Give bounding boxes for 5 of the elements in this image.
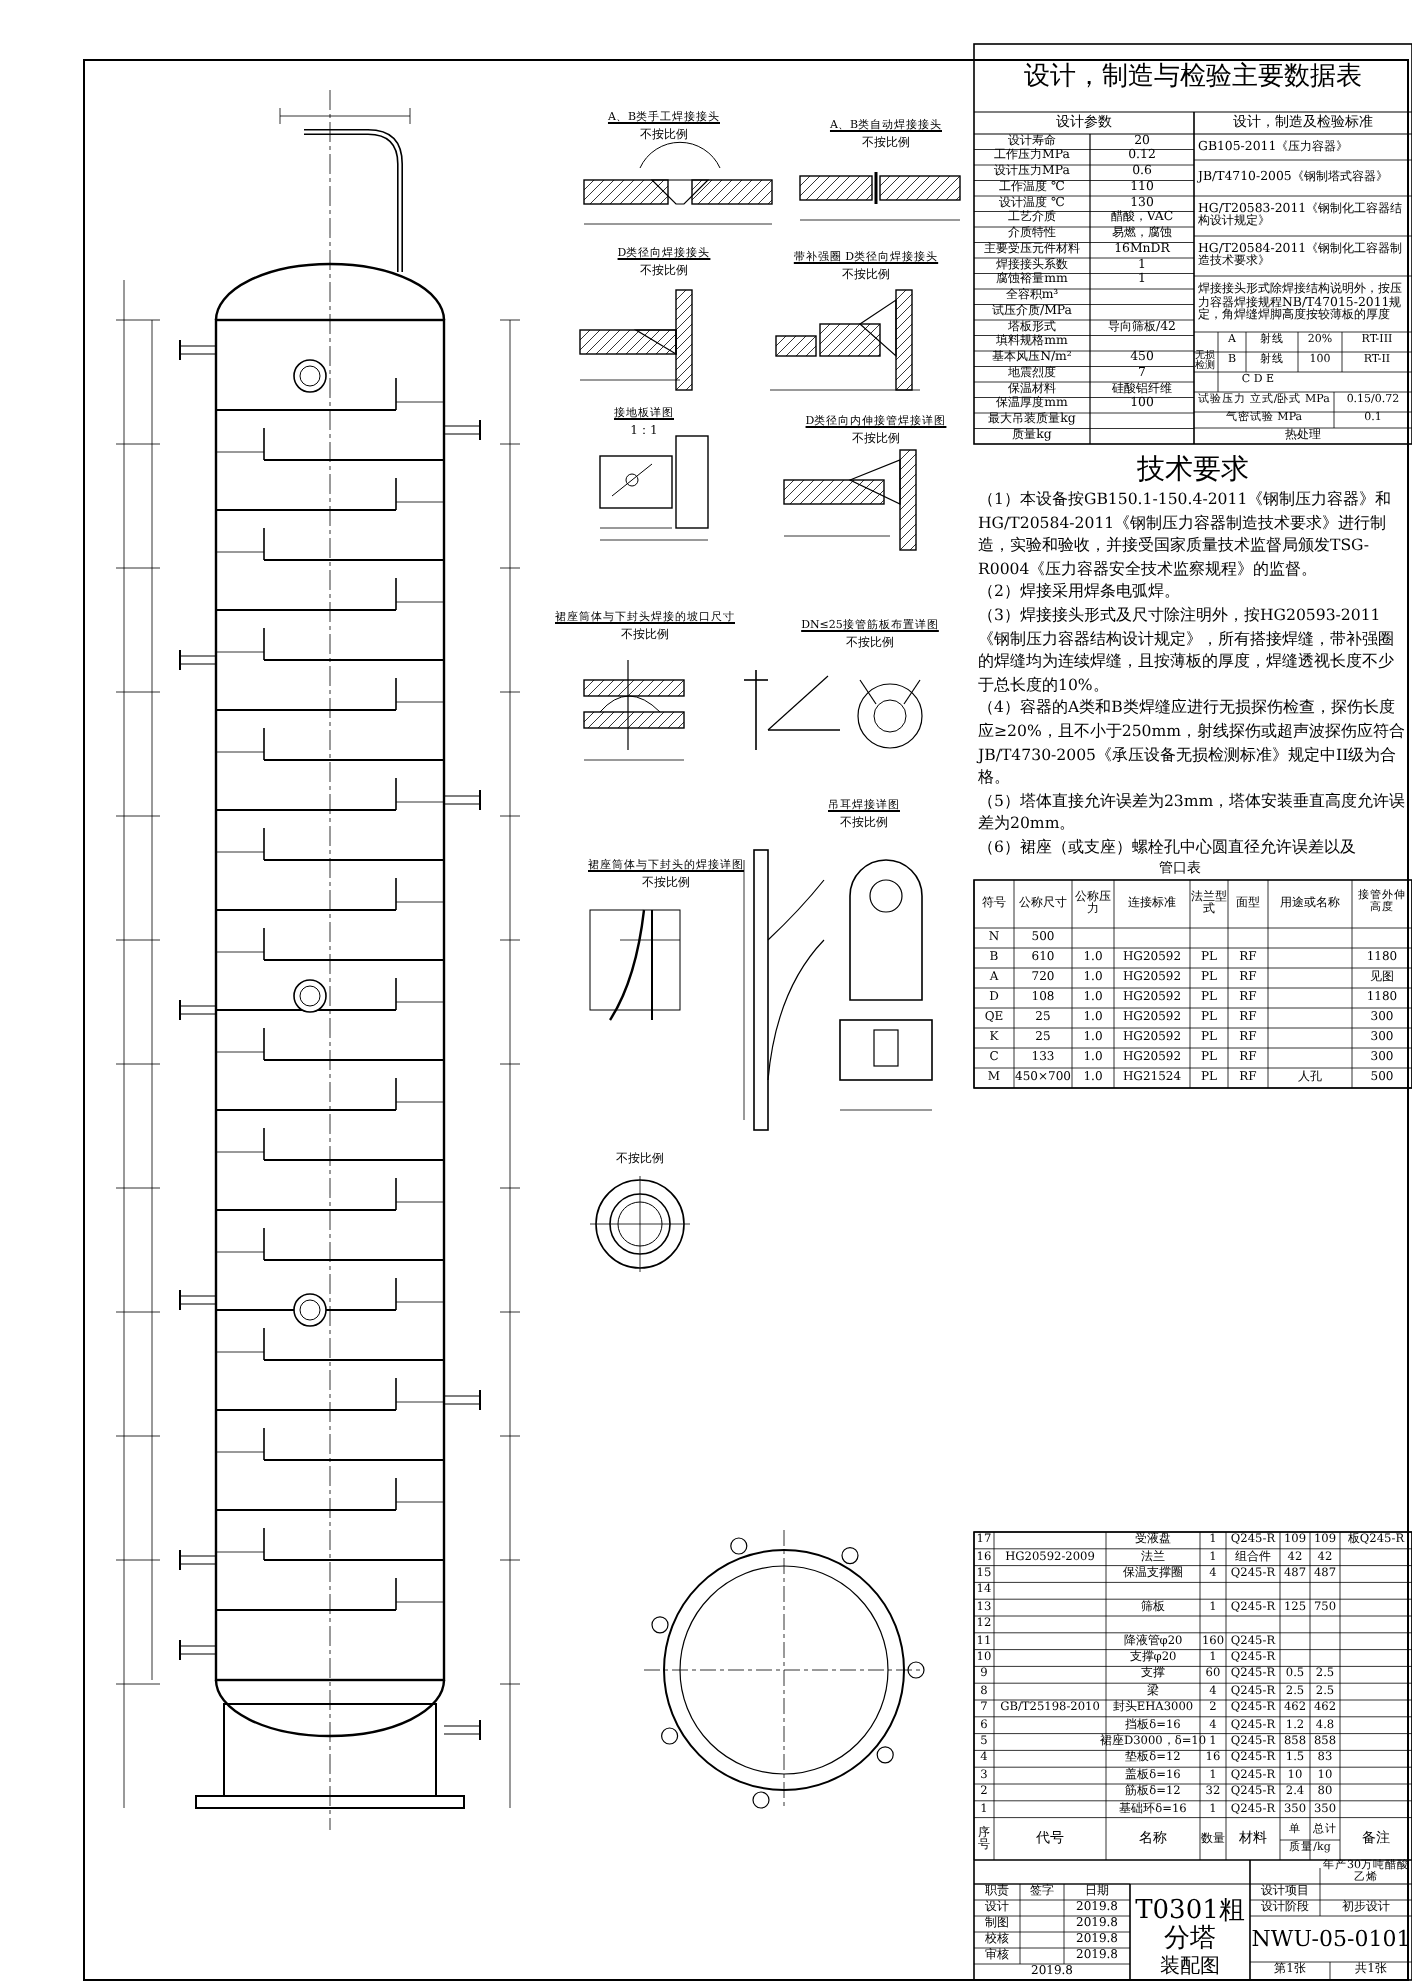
- table-title: 设计，制造与检验主要数据表: [1022, 60, 1364, 97]
- drawing-title: T0301粗分塔: [1133, 1896, 1247, 1955]
- drawing-title: 装配图: [1158, 1958, 1222, 1980]
- drawing-number: NWU-05-0101: [1250, 1923, 1412, 1956]
- requirements-heading: 技术要求: [1135, 452, 1251, 488]
